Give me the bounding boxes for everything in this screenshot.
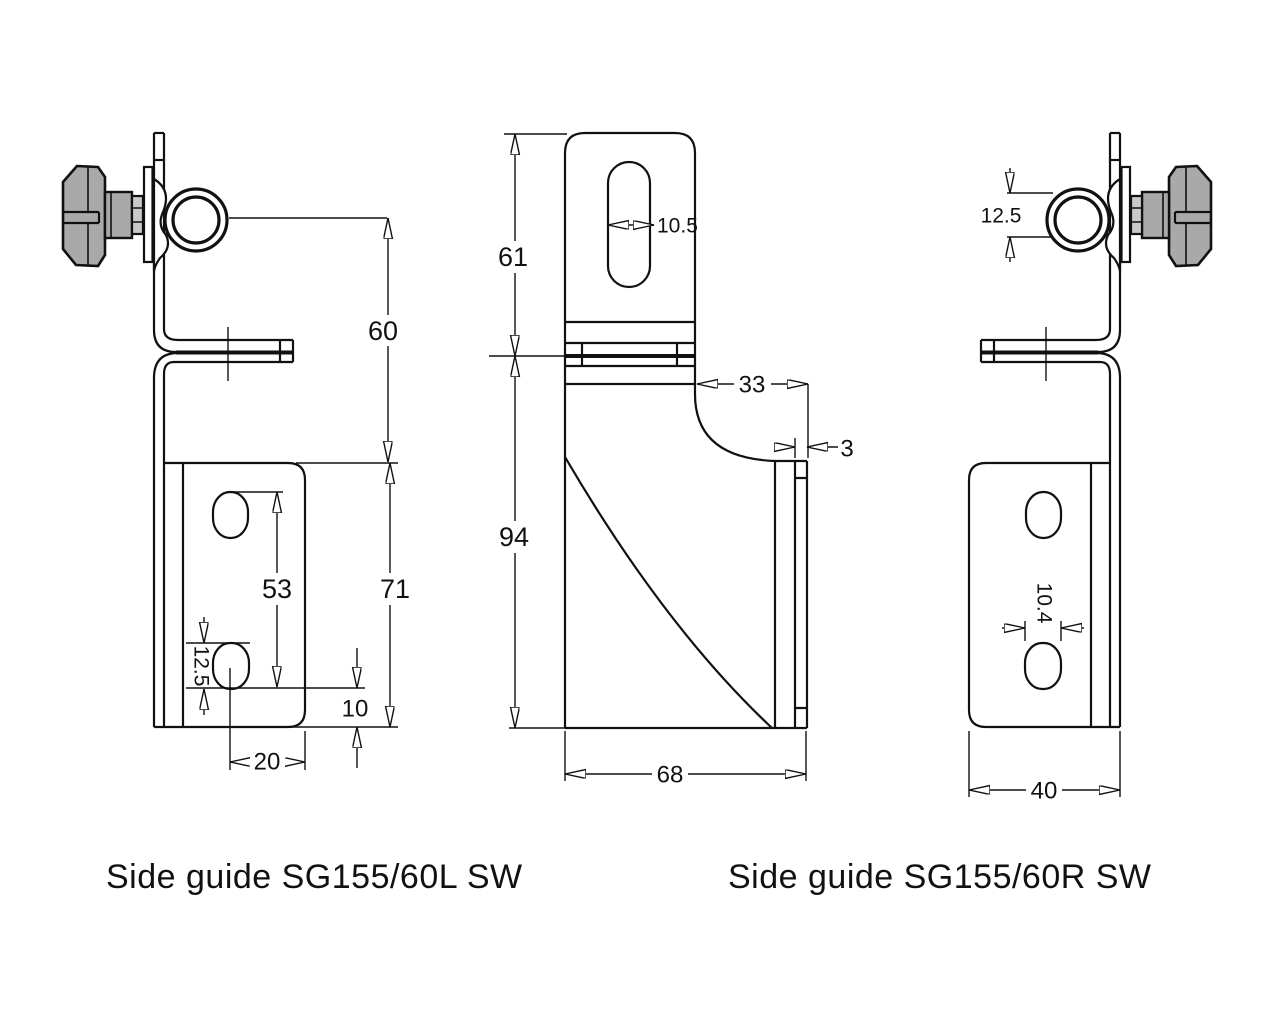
s-transition-curve — [564, 456, 773, 729]
right-view-dimensions — [968, 168, 1121, 797]
side-plate-ticks — [795, 476, 807, 710]
text-mask — [734, 371, 771, 398]
text-mask — [652, 761, 688, 788]
text-mask — [366, 315, 402, 346]
dim-text-20: 20 — [254, 749, 281, 776]
dim-text-12-5: 12.5 — [190, 646, 213, 687]
front-part-outline — [563, 131, 809, 730]
dim-text-10-4: 10.4 — [1033, 583, 1056, 624]
dim-text-60: 60 — [368, 316, 398, 346]
dim-text-10: 10 — [342, 696, 369, 723]
dim-text-53: 53 — [262, 574, 292, 604]
dim-text-94: 94 — [499, 522, 529, 552]
upper-transition-curve — [693, 393, 776, 463]
text-mask — [376, 573, 414, 605]
text-mask — [494, 521, 533, 553]
text-mask — [338, 696, 372, 723]
text-mask — [494, 241, 532, 273]
part-title-right: Side guide SG155/60R SW — [728, 858, 1152, 896]
view-front: 61 94 10.5 33 3 68 — [489, 131, 854, 789]
dim-text-68: 68 — [657, 762, 684, 789]
dim-text-71: 71 — [380, 574, 410, 604]
dim-text-40: 40 — [1031, 778, 1058, 805]
part-outline-left — [61, 131, 307, 729]
dim-text-ring-bore: 12.5 — [981, 205, 1022, 228]
dim-text-10-5: 10.5 — [657, 215, 698, 238]
dim-text-61: 61 — [498, 242, 528, 272]
text-mask — [250, 749, 285, 775]
part-title-left: Side guide SG155/60L SW — [106, 858, 523, 896]
text-mask — [1026, 777, 1062, 804]
view-right-side: 12.5 10.4 40 — [967, 131, 1213, 805]
dim-text-33: 33 — [739, 372, 766, 399]
side-plate-edge-lines — [773, 461, 809, 728]
dim-text-3: 3 — [840, 436, 853, 463]
left-view-dimensions — [186, 217, 398, 770]
text-mask — [258, 573, 296, 605]
view-left-side: 60 53 71 12.5 10 20 — [61, 131, 414, 776]
tab-and-body-outline — [563, 131, 697, 728]
